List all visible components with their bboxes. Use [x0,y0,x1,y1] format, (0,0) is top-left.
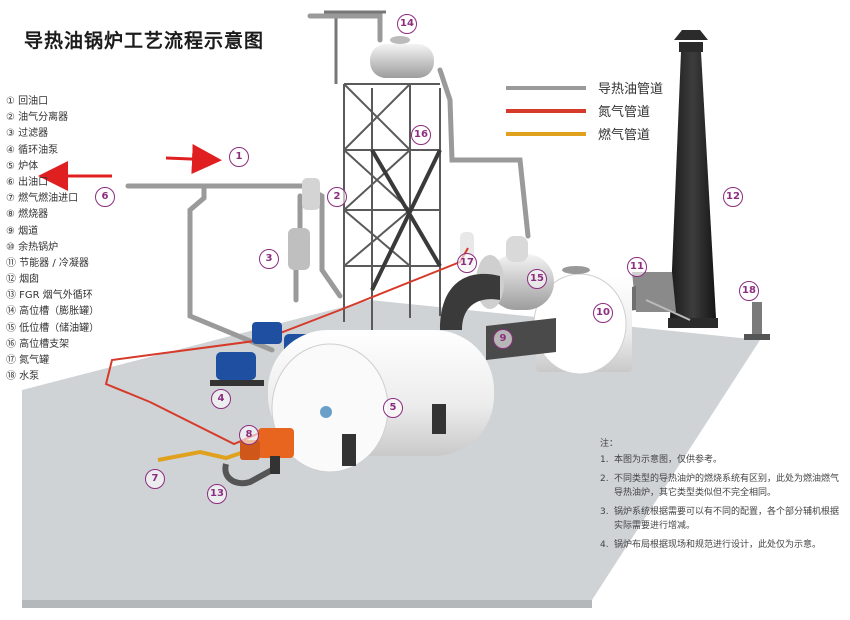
callout-7: 7 [145,469,165,489]
parts-list-item: ⑰ 氮气罐 [6,355,50,366]
inflow-arrow [165,144,222,175]
parts-list-item: ⑬ FGR 烟气外循环 [6,290,93,302]
fgr-pipe [222,463,274,487]
tower-structure [343,83,442,330]
legend-swatch [506,109,586,113]
legend-label: 氮气管道 [598,105,651,120]
note-item: 1. 本图为示意图，仅供参考。 [600,453,840,467]
note-text: 本图为示意图，仅供参考。 [614,455,723,465]
note-item: 2. 不同类型的导热油炉的燃烧系统有区别，此处为燃油燃气导热油炉，其它类型类似但不… [600,472,840,500]
notes-heading: 注： [600,439,619,449]
callout-5: 5 [383,398,403,418]
parts-list-item: ⑪ 节能器 / 冷凝器 [6,257,89,269]
parts-list-item: ⑨ 烟道 [6,225,39,237]
parts-list-item: ③ 过滤器 [6,128,49,140]
note-item: 4. 锅炉布局根据现场和规范进行设计，此处仅为示意。 [600,538,840,552]
parts-list-item: ⑧ 燃烧器 [6,209,49,221]
legend-label: 导热油管道 [598,82,664,97]
note-number: 2. [600,474,609,484]
callout-10: 10 [593,303,613,323]
parts-list-item: ⑥ 出油口 [6,176,49,188]
callout-13: 13 [207,484,227,504]
parts-list-item: ⑯ 高位槽支架 [6,338,70,350]
note-number: 4. [600,540,609,550]
parts-list-item: ⑩ 余热锅炉 [6,241,59,253]
diagram-title: 导热油锅炉工艺流程示意图 [24,30,265,52]
callout-6: 6 [95,187,115,207]
waste-heat-boiler [533,266,632,375]
note-number: 1. [600,455,609,465]
callout-9: 9 [493,329,513,349]
note-item: 3. 锅炉系统根据需要可以有不同的配置，各个部分辅机根据实际需要进行增减。 [600,505,840,533]
parts-list-item: ⑦ 燃气燃油进口 [6,193,79,205]
callout-2: 2 [327,187,347,207]
callout-15: 15 [527,269,547,289]
callout-17: 17 [457,253,477,273]
callout-4: 4 [211,389,231,409]
oil-gas-separator [302,178,320,210]
callout-11: 11 [627,257,647,277]
callout-14: 14 [397,14,417,34]
parts-list-item: ⑭ 高位槽（膨胀罐） [6,306,100,318]
note-text: 锅炉布局根据现场和规范进行设计，此处仅为示意。 [614,540,822,550]
parts-list-item: ⑫ 烟囱 [6,274,40,286]
callout-16: 16 [411,125,431,145]
parts-list-item: ④ 循环油泵 [6,144,59,156]
legend-label: 燃气管道 [598,128,651,143]
parts-list-item: ① 回油口 [6,96,49,107]
chimney [668,30,718,328]
high-level-tank [324,10,434,84]
note-number: 3. [600,507,609,517]
notes-block: 注： 1. 本图为示意图，仅供参考。 2. 不同类型的导热油炉的燃烧系统有区别，此处… [600,437,840,557]
flue-duct [440,273,556,360]
water-pump [744,302,770,340]
parts-list-item: ② 油气分离器 [6,112,69,124]
legend-swatch [506,132,586,136]
parts-list-item: ⑮ 低位槽（储油罐） [6,322,100,334]
note-text: 不同类型的导热油炉的燃烧系统有区别，此处为燃油燃气导热油炉，其它类型类似但不完全… [614,474,840,498]
parts-list-item: ⑱ 水泵 [6,371,40,383]
floor-edge [22,600,592,608]
burner [240,428,294,474]
parts-list: ① 回油口 ② 油气分离器 ③ 过滤器 ④ 循环油泵 ⑤ 炉体 ⑥ 出油口 ⑦ … [6,94,99,385]
legend-swatch [506,86,586,90]
filter [288,228,310,270]
callout-3: 3 [259,249,279,269]
gas-pipes [157,449,245,462]
parts-list-item: ⑤ 炉体 [6,160,39,172]
callout-8: 8 [239,425,259,445]
callout-1: 1 [229,147,249,167]
callout-18: 18 [739,281,759,301]
furnace-body [268,330,494,473]
callout-12: 12 [723,187,743,207]
notes-list: 1. 本图为示意图，仅供参考。 2. 不同类型的导热油炉的燃烧系统有区别，此处为燃油… [600,453,840,552]
note-text: 锅炉系统根据需要可以有不同的配置，各个部分辅机根据实际需要进行增减。 [614,507,840,531]
